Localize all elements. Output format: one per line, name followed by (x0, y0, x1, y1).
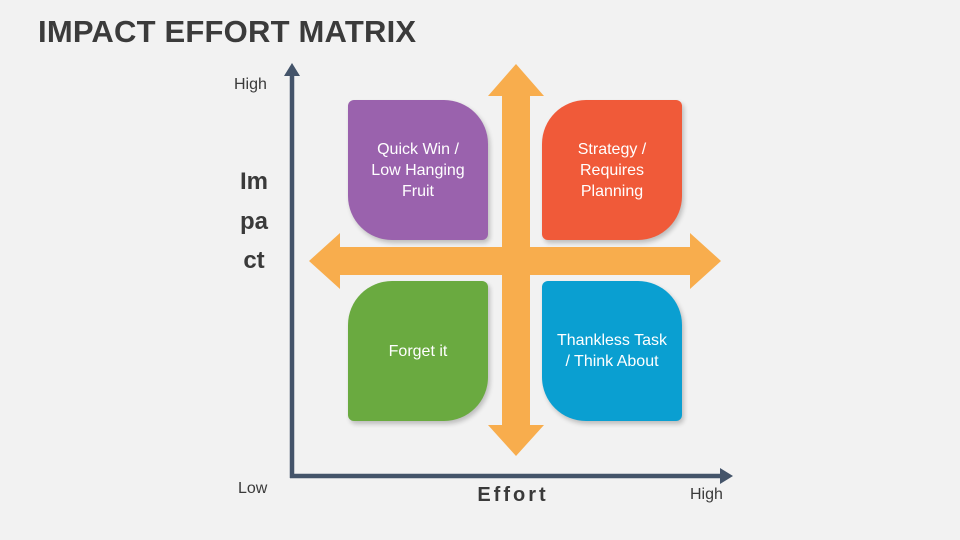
x-axis-low-label: Low (238, 480, 268, 497)
quadrant-quick-win: Quick Win / Low Hanging Fruit (348, 100, 488, 240)
x-axis-title: Effort (477, 484, 549, 506)
x-axis-arrowhead (720, 468, 733, 484)
y-axis-title: Impact (239, 168, 268, 274)
page-title: IMPACT EFFORT MATRIX (38, 14, 417, 49)
x-axis-high-label: High (690, 486, 723, 503)
quadrant-thankless-task: Thankless Task / Think About (542, 281, 682, 421)
axes (284, 63, 733, 484)
y-axis-high-label: High (234, 76, 267, 93)
quadrant-forget-it: Forget it (348, 281, 488, 421)
horizontal-double-arrow (309, 233, 721, 289)
quadrant-strategy: Strategy / Requires Planning (542, 100, 682, 240)
y-axis-arrowhead (284, 63, 300, 76)
cross-arrows (309, 64, 721, 456)
